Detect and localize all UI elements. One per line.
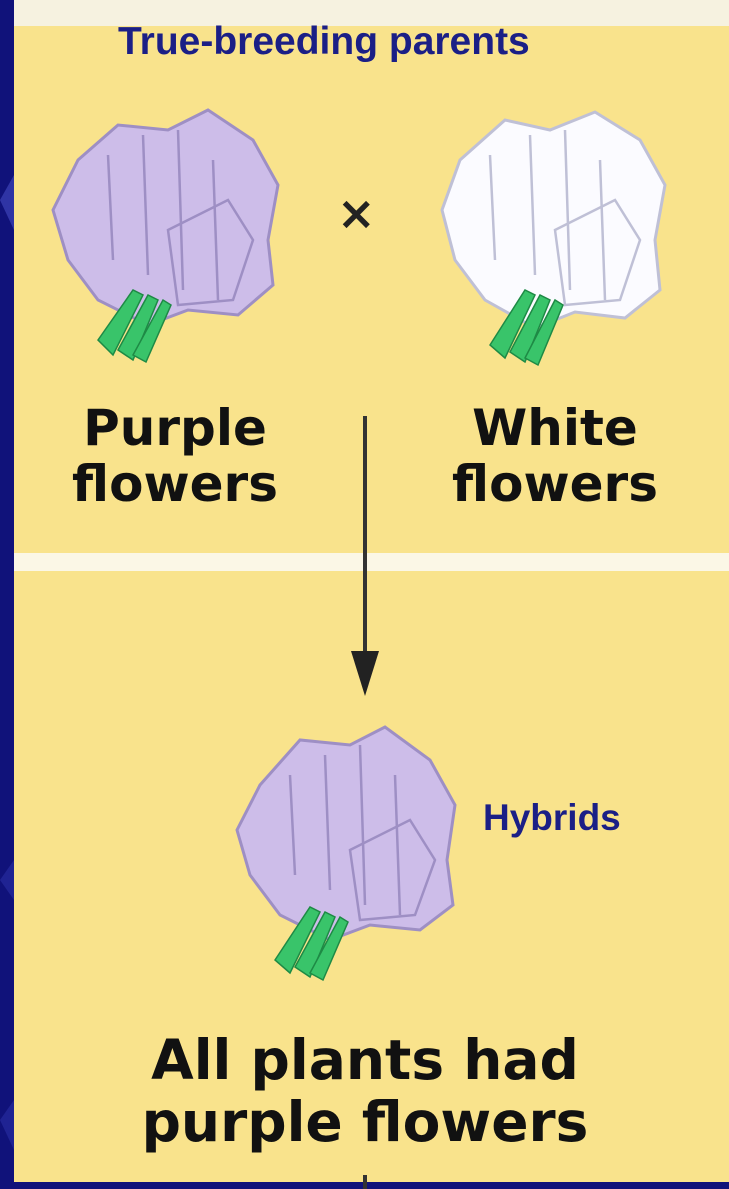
result-label: All plants had purple flowers	[105, 1030, 625, 1153]
hybrids-label: Hybrids	[483, 797, 621, 839]
purple-label-line1: Purple	[50, 400, 300, 456]
result-line1: All plants had	[105, 1030, 625, 1092]
white-flower-petals	[442, 112, 665, 328]
result-line2: purple flowers	[105, 1092, 625, 1154]
purple-flower-petals	[53, 110, 278, 325]
purple-flowers-label: Purple flowers	[50, 400, 300, 512]
purple-flower-icon	[38, 100, 308, 370]
white-label-line1: White	[425, 400, 685, 456]
hybrid-flower-petals	[237, 727, 455, 940]
white-flowers-label: White flowers	[425, 400, 685, 512]
white-flower-icon	[430, 100, 690, 370]
cross-symbol: ×	[337, 186, 376, 240]
continuation-arrow-icon	[350, 1175, 380, 1189]
hybrid-flower-icon	[225, 715, 475, 985]
down-arrow-icon	[345, 416, 385, 701]
purple-label-line2: flowers	[50, 456, 300, 512]
white-label-line2: flowers	[425, 456, 685, 512]
diagram-title: True-breeding parents	[118, 20, 530, 64]
